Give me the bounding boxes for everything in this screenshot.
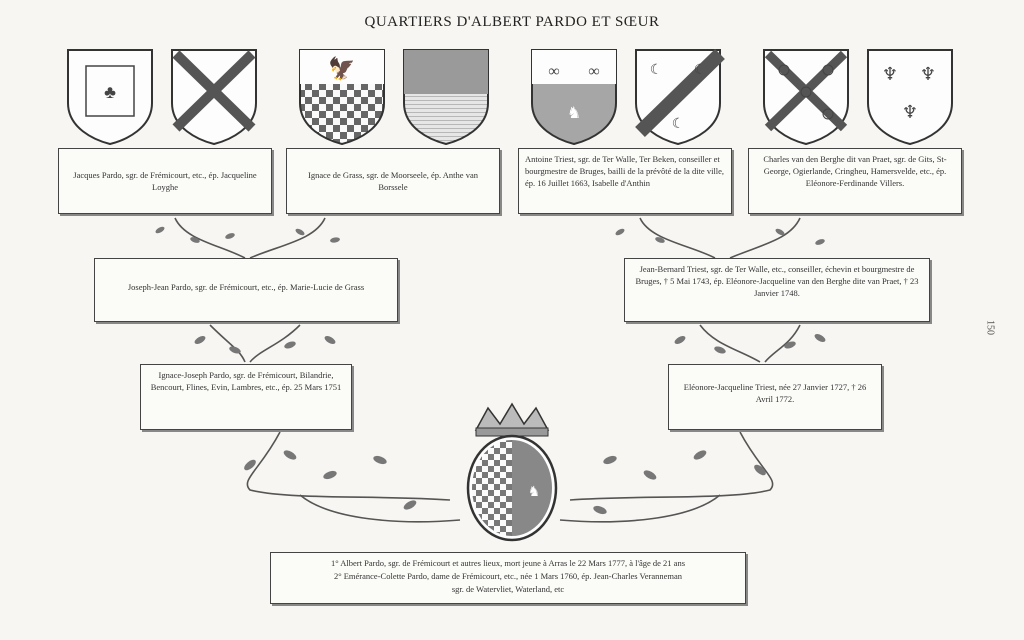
svg-text:∞: ∞ <box>588 63 599 80</box>
ancestor-text: Ignace de Grass, sgr. de Moorseele, ép. … <box>308 170 478 192</box>
ancestor-box-antoine-triest: Antoine Triest, sgr. de Ter Walle, Ter B… <box>518 148 732 214</box>
svg-text:♣: ♣ <box>104 82 116 102</box>
shield-per-fess-icon <box>403 49 489 145</box>
ancestor-text: Joseph-Jean Pardo, sgr. de Frémicourt, e… <box>127 282 365 292</box>
ancestor-box-joseph-jean-pardo: Joseph-Jean Pardo, sgr. de Frémicourt, e… <box>94 258 398 322</box>
svg-text:☾: ☾ <box>694 63 707 78</box>
svg-text:🦅: 🦅 <box>328 55 355 81</box>
ancestor-box-eleonore-jacqueline-triest: Eléonore-Jacqueline Triest, née 27 Janvi… <box>668 364 882 430</box>
ancestor-box-jean-bernard-triest: Jean-Bernard Triest, sgr. de Ter Walle, … <box>624 258 930 322</box>
svg-text:∞: ∞ <box>548 63 559 80</box>
ancestor-text: Jean-Bernard Triest, sgr. de Ter Walle, … <box>635 264 919 298</box>
shield-bend-crescents-icon: ☾ ☾ ☾ <box>635 48 725 145</box>
page-title: QUARTIERS D'ALBERT PARDO ET SŒUR <box>364 14 660 30</box>
descendant-line-2: 2° Emérance-Colette Pardo, dame de Frémi… <box>333 571 683 581</box>
svg-text:♆: ♆ <box>920 64 936 84</box>
descendant-line-1: 1° Albert Pardo, sgr. de Frémicourt et a… <box>330 558 686 568</box>
svg-text:♞: ♞ <box>528 485 541 500</box>
ancestor-text: Eléonore-Jacqueline Triest, née 27 Janvi… <box>683 382 867 404</box>
shield-saltire-icon <box>171 49 257 145</box>
ancestor-box-jacques-pardo: Jacques Pardo, sgr. de Frémicourt, etc.,… <box>58 148 272 214</box>
shield-triest-icon: ∞ ∞ ♞ <box>531 49 617 145</box>
ancestor-text: Antoine Triest, sgr. de Ter Walle, Ter B… <box>525 154 725 188</box>
svg-text:☾: ☾ <box>672 117 685 132</box>
coats-of-arms-row: ♣ 🦅 ∞ ∞ ♞ ☾ ☾ ☾ ♆ ♆ ♆ <box>67 48 953 145</box>
ancestor-text: Ignace-Joseph Pardo, sgr. de Frémicourt,… <box>150 370 342 392</box>
shield-checky-eagle-icon: 🦅 <box>299 49 385 145</box>
descendant-line-3: sgr. de Watervliet, Waterland, etc <box>451 584 565 594</box>
svg-text:♞: ♞ <box>567 105 581 122</box>
shield-villers-icon: ♆ ♆ ♆ <box>867 49 953 145</box>
central-crowned-shield-icon: ♞ <box>466 402 558 542</box>
ancestor-text: Charles van den Berghe dit van Praet, sg… <box>763 154 947 188</box>
svg-text:♆: ♆ <box>882 64 898 84</box>
shield-van-den-berghe-icon <box>763 49 849 145</box>
ancestor-text: Jacques Pardo, sgr. de Frémicourt, etc.,… <box>73 170 257 192</box>
ancestor-box-ignace-de-grass: Ignace de Grass, sgr. de Moorseele, ép. … <box>286 148 500 214</box>
descendants-box: 1° Albert Pardo, sgr. de Frémicourt et a… <box>270 552 746 604</box>
ancestor-box-ignace-joseph-pardo: Ignace-Joseph Pardo, sgr. de Frémicourt,… <box>140 364 352 430</box>
svg-text:☾: ☾ <box>650 63 663 78</box>
shield-pardo-icon: ♣ <box>67 49 153 145</box>
ancestor-box-charles-van-den-berghe: Charles van den Berghe dit van Praet, sg… <box>748 148 962 214</box>
svg-text:♆: ♆ <box>902 102 918 122</box>
